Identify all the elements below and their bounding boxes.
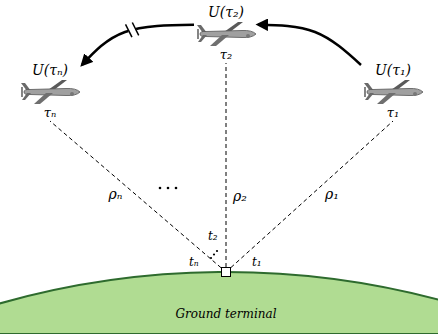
uav-label: U(τₙ) bbox=[32, 62, 68, 78]
earth-surface bbox=[0, 272, 438, 334]
uav-label: U(τ₁) bbox=[375, 62, 411, 78]
break-mark bbox=[125, 21, 139, 39]
time-label: t₁ bbox=[252, 256, 262, 270]
distance-line bbox=[231, 121, 393, 267]
uav-icon bbox=[194, 20, 258, 48]
distance-line bbox=[50, 121, 221, 268]
trajectory-arrow bbox=[258, 25, 361, 65]
ellipsis-dots bbox=[159, 187, 178, 190]
uav-label: U(τ₂) bbox=[208, 4, 244, 20]
uav-position: U(τ₂) τ₂ bbox=[194, 4, 258, 63]
trajectory-arrow bbox=[82, 25, 194, 65]
time-label: τ₁ bbox=[387, 106, 399, 121]
time-label: τₙ bbox=[44, 106, 56, 121]
distance-label: ρ₂ bbox=[232, 188, 248, 204]
uav-icon bbox=[361, 78, 425, 106]
uav-position: U(τ₁) τ₁ bbox=[361, 62, 425, 121]
uav-position: U(τₙ) τₙ bbox=[18, 62, 82, 121]
distance-label: ρₙ bbox=[108, 186, 124, 202]
time-label: tₙ bbox=[189, 256, 199, 270]
ellipsis-dots bbox=[210, 250, 218, 259]
terminal-label: Ground terminal bbox=[175, 308, 276, 322]
distance-line bbox=[226, 63, 227, 267]
ground-terminal: Ground terminal bbox=[221, 267, 231, 277]
time-label: τ₂ bbox=[220, 48, 232, 63]
time-label: t₂ bbox=[208, 230, 218, 244]
distance-label: ρ₁ bbox=[324, 186, 340, 202]
uav-icon bbox=[18, 78, 82, 106]
